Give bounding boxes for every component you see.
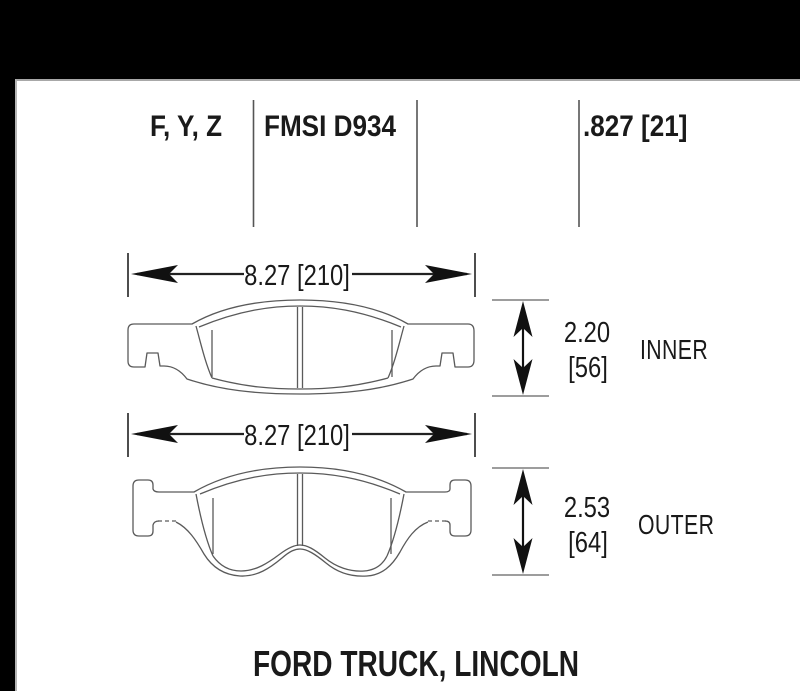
left-black-bar <box>0 0 15 691</box>
arrowhead-right <box>425 265 472 283</box>
outer-pad-top-outline <box>159 466 445 493</box>
arrowhead-down <box>513 538 533 574</box>
header-pad-thickness: .827 [21] <box>583 110 688 143</box>
top-black-bar <box>0 0 800 79</box>
arrowhead-left <box>131 265 178 283</box>
inner-position-label: INNER <box>640 334 709 365</box>
outer-pad-friction-bottom-edge <box>212 544 388 572</box>
inner-pad-friction-right-edge <box>387 325 405 379</box>
arrowhead-up <box>513 301 533 337</box>
arrowhead-right <box>425 425 472 443</box>
outer-width-dimension <box>127 413 476 457</box>
inner-width-label: 8.27 [210] <box>244 260 350 292</box>
outer-pad-right-ear <box>444 479 472 537</box>
header-compounds: F, Y, Z <box>149 110 223 143</box>
inner-pad-friction-left-edge <box>195 325 213 379</box>
outer-width-label: 8.27 [210] <box>244 420 350 452</box>
outer-pad-drawing <box>132 466 472 577</box>
inner-pad-friction-top-edge <box>198 305 402 328</box>
arrowhead-left <box>131 425 178 443</box>
inner-pad-plate-outline <box>127 299 475 395</box>
inner-height-dimension <box>492 299 549 397</box>
footer-vehicle: FORD TRUCK, LINCOLN <box>252 643 580 684</box>
content-frame-border <box>15 79 800 691</box>
header-fmsi-number: FMSI D934 <box>264 110 396 143</box>
outer-pad-left-ear <box>132 479 160 537</box>
outer-height-mm: [64] <box>568 527 608 559</box>
inner-pad-drawing <box>127 299 475 395</box>
inner-height-mm: [56] <box>568 352 608 384</box>
arrowhead-down <box>513 359 533 395</box>
inner-pad-friction-bottom-edge <box>211 377 389 390</box>
outer-pad-bottom-outline <box>175 521 429 577</box>
inner-height-inches: 2.20 <box>563 317 611 349</box>
outer-height-inches: 2.53 <box>563 492 611 524</box>
header-dividers <box>252 100 580 227</box>
arrowhead-up <box>513 469 533 505</box>
outer-position-label: OUTER <box>638 509 715 540</box>
outer-pad-friction-right-edge <box>386 493 405 557</box>
outer-pad-friction-top-edge <box>199 472 401 495</box>
outer-pad-friction-left-edge <box>195 493 214 557</box>
outer-height-dimension <box>492 467 549 576</box>
inner-width-dimension <box>127 253 476 297</box>
